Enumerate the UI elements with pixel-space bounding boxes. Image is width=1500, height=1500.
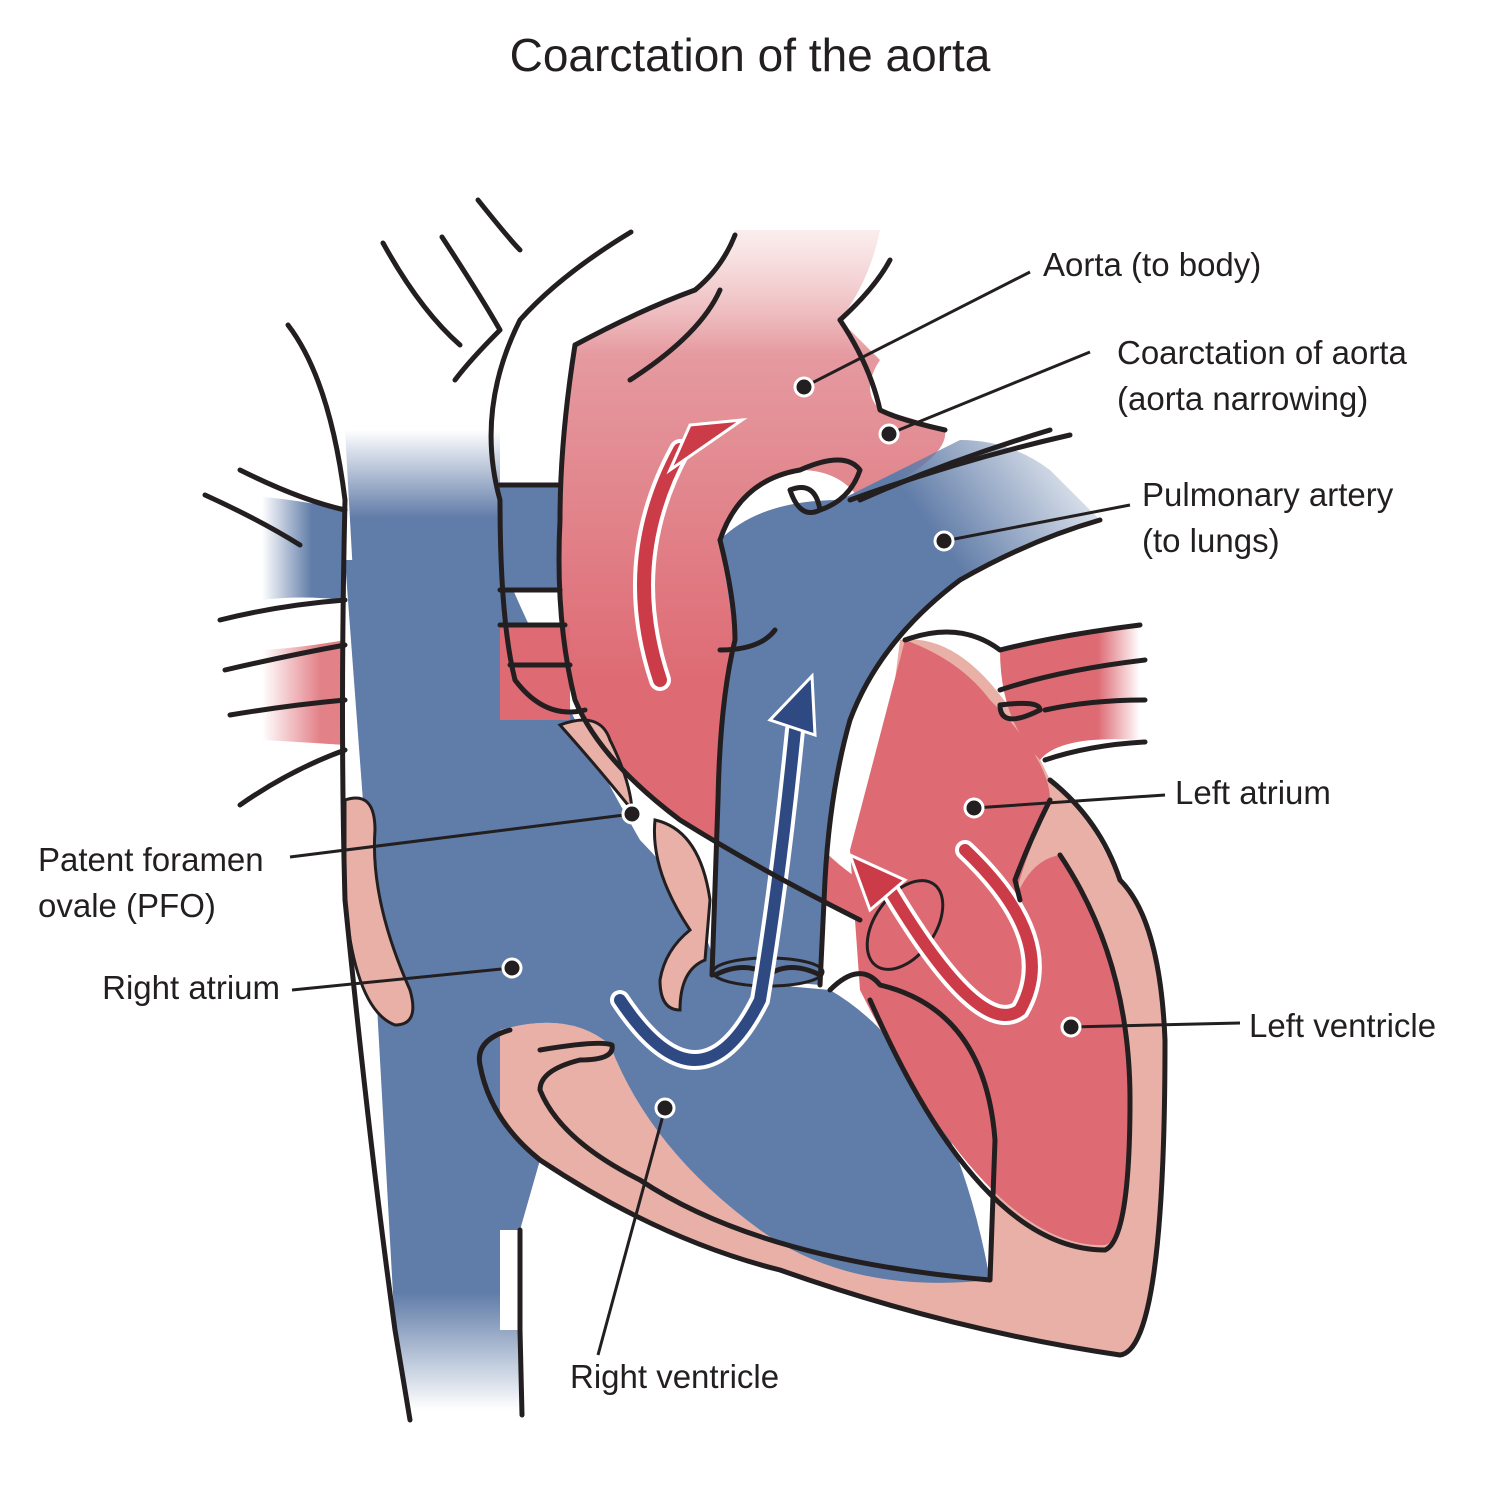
pulmonary-branch (498, 485, 560, 590)
left-ventricle-flow-arrow (847, 840, 1042, 1025)
atrial-septum-tissue (652, 818, 712, 1012)
label-left-atrium: Left atrium (1175, 774, 1331, 811)
crista (343, 796, 415, 1027)
septal-tissue (557, 718, 634, 815)
heart-outlines (202, 197, 1168, 1423)
label-leaders (289, 270, 1241, 1356)
label-pulmonary-artery: Pulmonary artery (to lungs) (1142, 476, 1394, 559)
aorta (559, 230, 946, 920)
pulmonary-flow-arrow (610, 672, 817, 1070)
label-right-ventricle: Right ventricle (570, 1358, 780, 1395)
aorta-flow-arrow (633, 417, 748, 691)
label-pfo: Patent foramen ovale (PFO) (38, 841, 264, 924)
left-pulmonary-veins (1000, 625, 1140, 760)
left-heart-region (850, 640, 1130, 1246)
label-aorta: Aorta (to body) (1043, 246, 1262, 283)
label-coarctation: Coarctation of aorta (aorta narrowing) (1117, 334, 1407, 417)
label-left-ventricle: Left ventricle (1249, 1007, 1437, 1044)
pulmonary-artery (712, 440, 1100, 985)
right-atrium-region (345, 560, 990, 1283)
label-right-atrium: Right atrium (102, 969, 280, 1006)
diagram-title: Coarctation of the aorta (509, 29, 991, 81)
right-pulmonary-veins (262, 497, 345, 745)
aorta-branch (500, 625, 570, 720)
